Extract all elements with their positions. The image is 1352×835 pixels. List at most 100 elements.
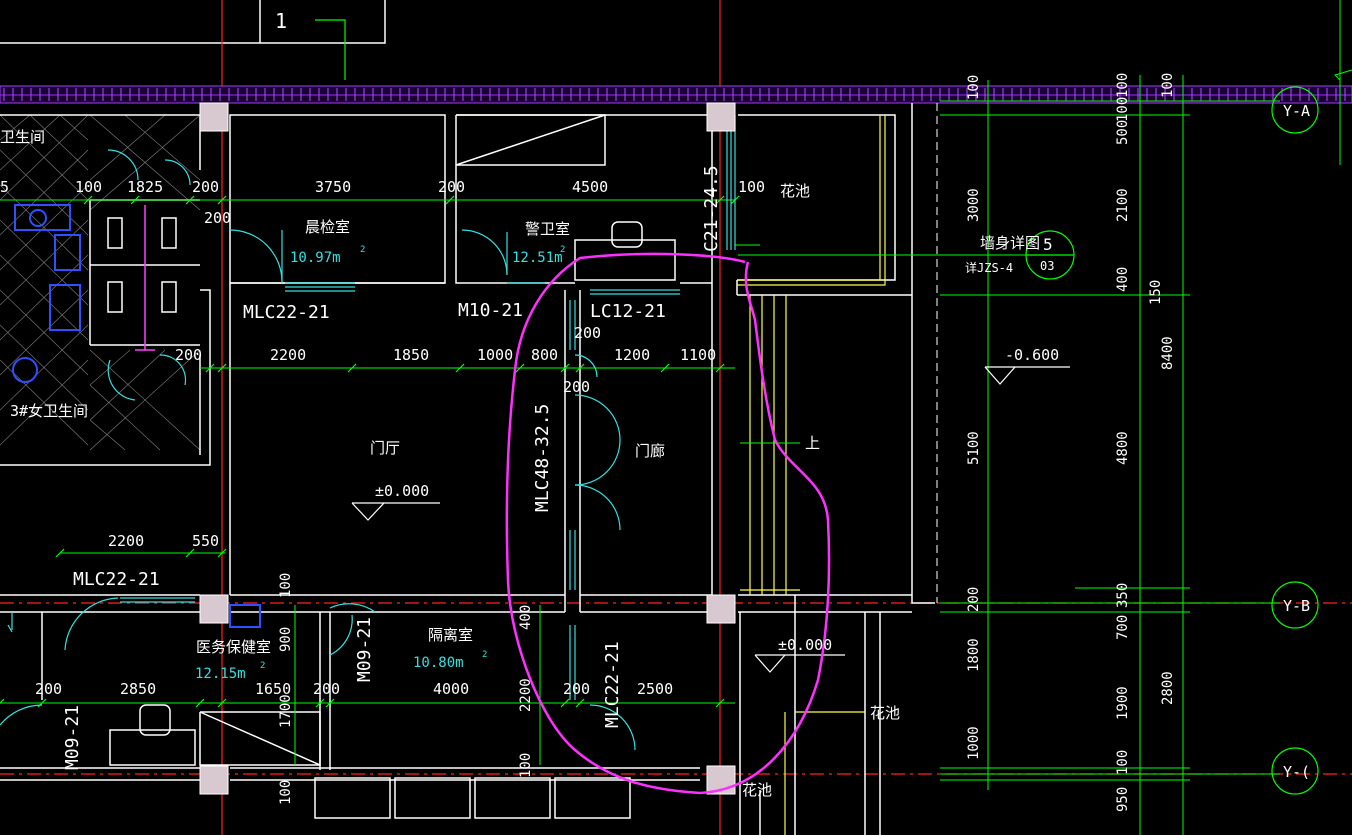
wall-section-num: 5	[1043, 235, 1053, 254]
room-isolation: 隔离室	[428, 626, 473, 644]
dimension-tick	[55, 548, 65, 558]
dimension-tick	[205, 363, 215, 373]
dimension-tick	[0, 698, 5, 704]
wall-section-sheet: 03	[1040, 259, 1054, 273]
room-isolation-area: 10.80m	[413, 655, 464, 671]
dimension-tick	[185, 195, 195, 205]
dim: 1825	[127, 178, 163, 196]
level-right: ±0.000	[778, 636, 832, 654]
toilet-fixtures	[12, 204, 261, 628]
vdim: 100	[1160, 73, 1176, 98]
vdim: 1700	[278, 694, 294, 728]
door-m10: M10-21	[458, 300, 523, 321]
dim: 4500	[572, 178, 608, 196]
dim: 5	[0, 178, 9, 196]
dimension-tick	[217, 195, 227, 205]
dimension-tick	[325, 698, 335, 708]
vdim: 3000	[966, 188, 982, 222]
doors-windows	[0, 115, 736, 751]
dimension-tick	[347, 363, 357, 373]
dim: 200	[204, 209, 231, 227]
dim: 2200	[108, 532, 144, 550]
wall-band-ticks	[3, 88, 1346, 101]
vdim: 4800	[1115, 431, 1131, 465]
dimension-ticks	[0, 195, 740, 708]
dim: 800	[531, 346, 558, 364]
dimension-tick	[560, 363, 570, 373]
vdim: 5100	[966, 431, 982, 465]
leader-line	[315, 19, 346, 80]
dim: 550	[192, 532, 219, 550]
toilet-hatch	[0, 114, 201, 451]
dimension-tick	[217, 548, 227, 558]
dimension-tick	[515, 363, 525, 373]
dimension-tick	[195, 698, 205, 708]
room-corridor: 门廊	[635, 442, 665, 460]
revision-cloud	[505, 252, 831, 795]
vdim: 1800	[966, 638, 982, 672]
dimension-tick	[130, 195, 140, 205]
dim: 100	[75, 178, 102, 196]
level-outside: -0.600	[1005, 346, 1059, 364]
dimension-tick	[217, 698, 227, 708]
magenta-fixtures	[135, 205, 155, 351]
dim: 200	[563, 680, 590, 698]
vdim: 100	[966, 75, 982, 100]
dim: 4000	[433, 680, 469, 698]
vdim: 100	[278, 780, 294, 805]
dim: 1650	[255, 680, 291, 698]
vdim: 100	[518, 753, 534, 778]
room-medical-sup: 2	[260, 661, 265, 671]
dim: 200	[175, 346, 202, 364]
dim: 200	[438, 178, 465, 196]
vdim: 100	[1115, 97, 1131, 122]
top-title-box	[0, 0, 386, 44]
level-markers	[351, 366, 1070, 673]
vdim: 100	[1115, 750, 1131, 775]
room-medical: 医务保健室	[196, 638, 271, 656]
dim: 2500	[637, 680, 673, 698]
dim: 200	[574, 324, 601, 342]
columns	[199, 102, 736, 795]
vdim: 2200	[518, 678, 534, 712]
vdim: 2800	[1160, 671, 1176, 705]
dimension-tick	[715, 363, 725, 373]
dim: 1200	[614, 346, 650, 364]
dimension-tick	[715, 195, 725, 205]
vdim: 400	[1115, 267, 1131, 292]
dim: 2200	[270, 346, 306, 364]
axis-label-b: Y-B	[1283, 597, 1310, 615]
vdim: 8400	[1160, 336, 1176, 370]
stair-up: 上	[805, 434, 820, 452]
vdim: 350	[1115, 583, 1131, 608]
dimension-tick	[715, 698, 725, 708]
dimension-tick	[445, 195, 455, 205]
dim: 2850	[120, 680, 156, 698]
dimension-tick	[560, 698, 570, 708]
dimension-tick	[455, 363, 465, 373]
dimension-tick	[315, 698, 325, 708]
dimension-tick	[660, 363, 670, 373]
room-flower-bottom: 花池	[742, 781, 772, 799]
vdim: 200	[966, 587, 982, 612]
vdim: 1900	[1115, 686, 1131, 720]
dim: 1100	[680, 346, 716, 364]
room-isolation-sup: 2	[482, 650, 487, 660]
vdim: 400	[518, 605, 534, 630]
dim: 200	[563, 378, 590, 396]
vdim: 100	[1115, 73, 1131, 98]
vdim: 700	[1115, 615, 1131, 640]
room-check-area: 10.97m	[290, 250, 341, 266]
dim: 1000	[477, 346, 513, 364]
vdim: 100	[278, 573, 294, 598]
door-mlc22-bottom: MLC22-21	[602, 641, 623, 728]
room-guard-area: 12.51m	[512, 250, 563, 266]
axis-label-c: Y-(	[1283, 763, 1310, 781]
room-check: 晨检室	[305, 218, 350, 236]
room-lobby-level: ±0.000	[375, 482, 429, 500]
axis-label-a: Y-A	[1283, 102, 1310, 120]
vdim: 2100	[1115, 188, 1131, 222]
door-m09-a: M09-21	[354, 617, 375, 682]
